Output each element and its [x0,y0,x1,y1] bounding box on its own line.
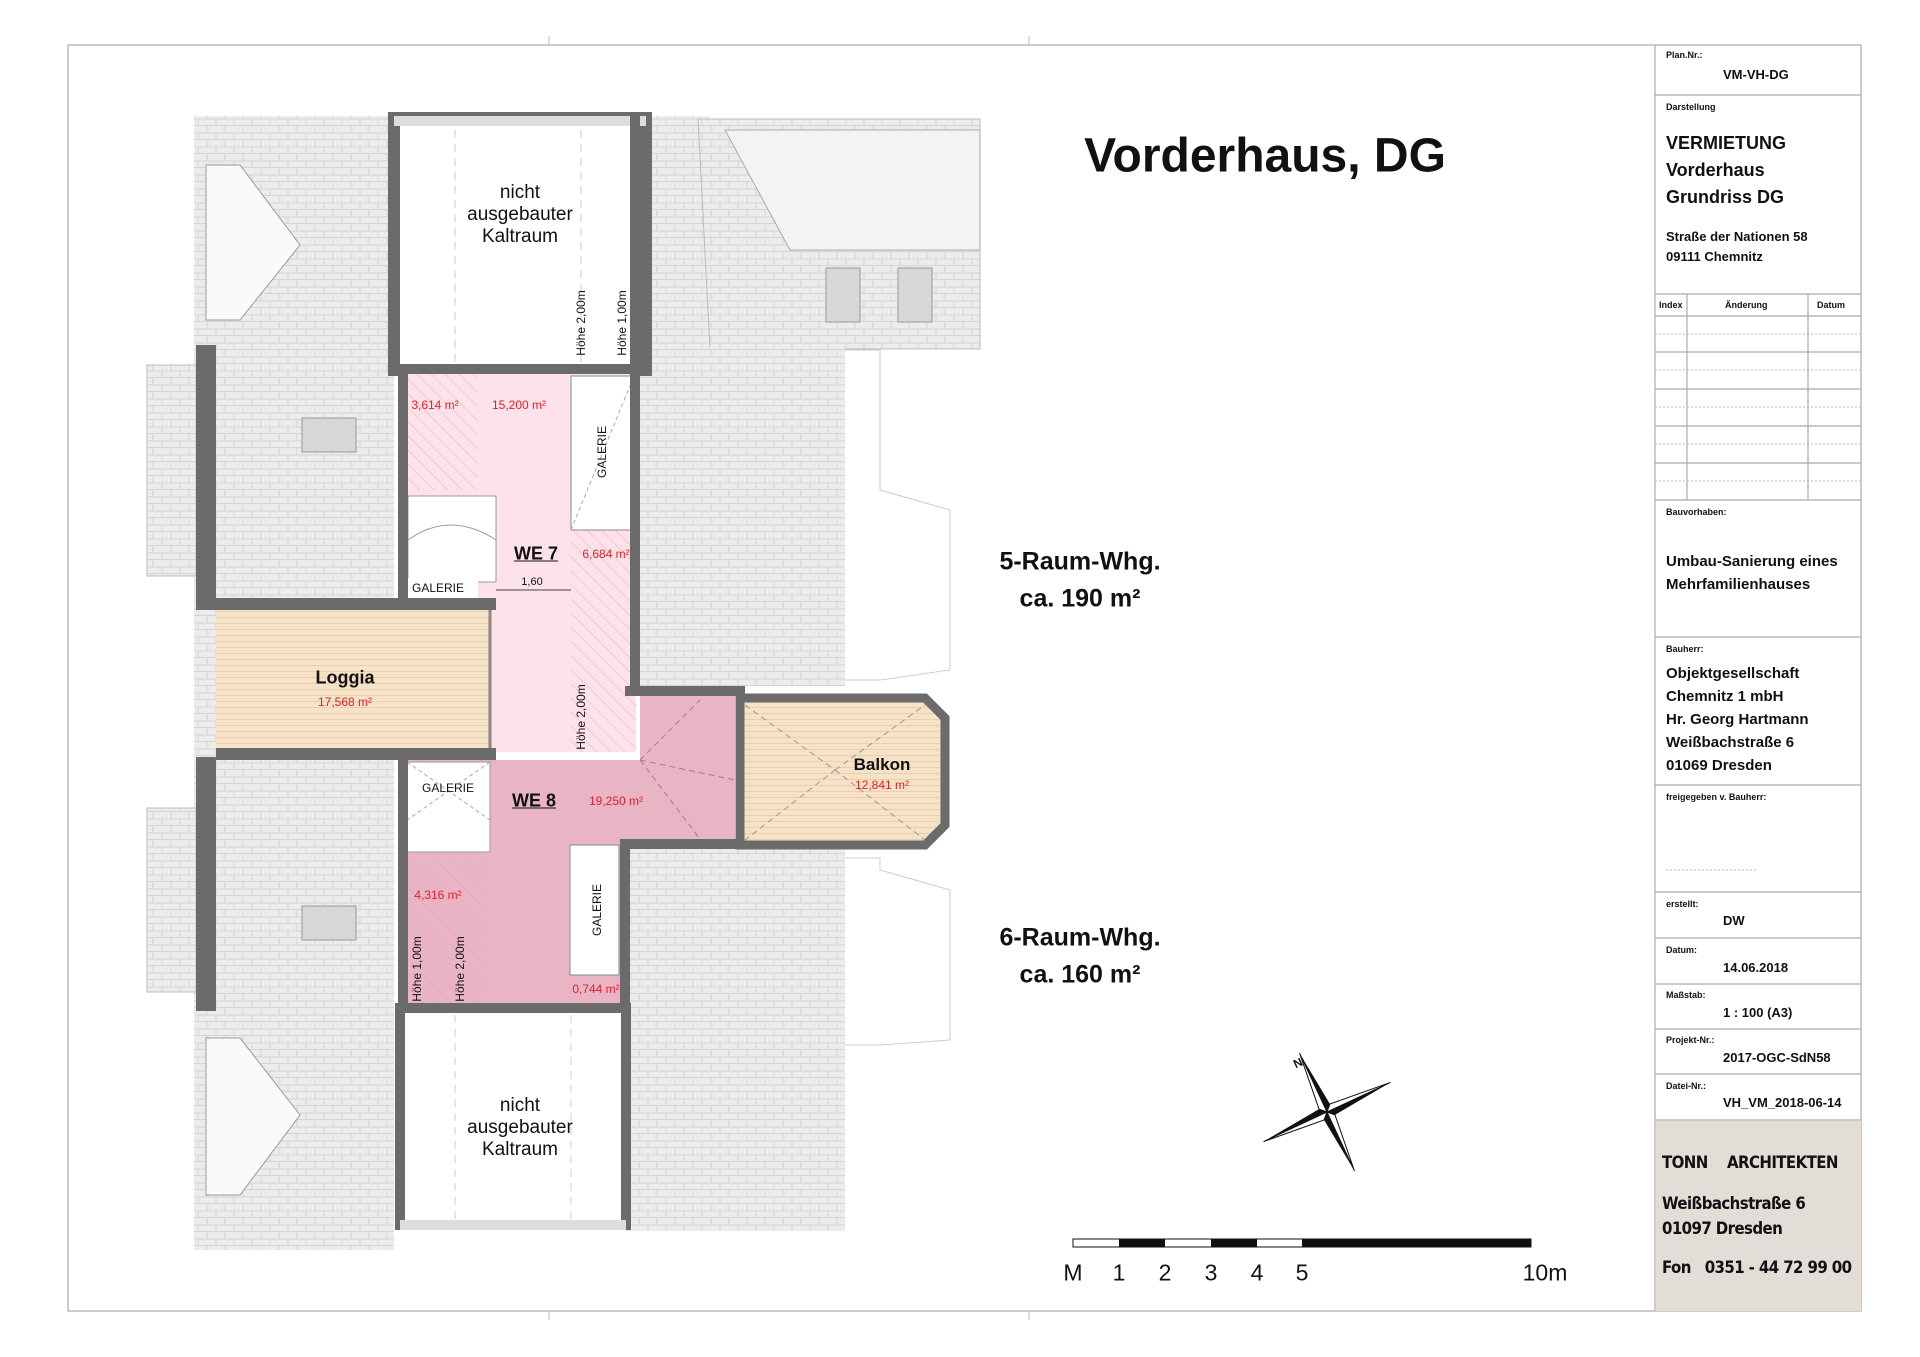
plan-nr-label: Plan.Nr.: [1666,50,1703,60]
balkon-label: Balkon [853,755,911,774]
scale-label: 2 [1158,1259,1172,1286]
title-block-grid [1655,94,1861,1121]
area-label: 12,841 m² [854,778,910,792]
scale-label: 10m [1522,1259,1568,1286]
projekt-label: Projekt-Nr.: [1666,1035,1715,1045]
scale-label: M [1063,1259,1083,1286]
galerie-label: GALERIE [590,883,604,937]
datum-value: 14.06.2018 [1723,960,1789,975]
area-label: 6,684 m² [582,547,630,561]
bauherr-line: Chemnitz 1 mbH [1666,688,1784,705]
height-label: Höhe 1,00m [615,290,629,356]
architect-box [1656,1121,1861,1311]
lower-unit-type: 6-Raum-Whg. [999,923,1161,952]
north-arrow-icon [1263,1052,1391,1172]
project-address: Straße der Nationen 58 [1666,229,1808,244]
area-label: 3,614 m² [411,398,459,412]
table-header-aenderung: Änderung [1725,300,1768,310]
cold-room-bottom [395,1003,631,1230]
height-label: Höhe 2,00m [453,936,467,1002]
bauherr-line: Objektgesellschaft [1666,665,1800,682]
height-label: Höhe 1,00m [410,936,424,1002]
plan-nr: VM-VH-DG [1723,67,1789,82]
scale-label: 1 [1112,1259,1126,1286]
height-label: Höhe 2,00m [574,684,588,750]
scale-label: 3 [1204,1259,1218,1286]
project-address: 09111 Chemnitz [1666,249,1763,264]
plan-title: Vorderhaus, DG [1084,129,1446,183]
scale-label: 4 [1250,1259,1264,1286]
roof-areas [146,116,981,1250]
darstellung-line: Grundriss DG [1666,187,1785,207]
darstellung-label: Darstellung [1666,102,1716,112]
architect-name: TONN [1662,1152,1708,1173]
projekt-value: 2017-OGC-SdN58 [1723,1050,1831,1065]
balkon-area [735,693,950,850]
architect-address: 01097 Dresden [1662,1218,1783,1239]
datum-label: Datum: [1666,945,1697,955]
galerie-label: GALERIE [595,425,609,479]
upper-unit-area: ca. 190 m² [1019,584,1141,613]
architect-phone: Fon 0351 - 44 72 99 00 [1662,1257,1852,1278]
table-header-datum: Datum [1817,300,1846,310]
dimension-label: 1,60 [521,576,543,588]
massstab-label: Maßstab: [1666,990,1706,1000]
freigegeben-label: freigegeben v. Bauherr: [1666,792,1767,802]
bauvorhaben-line: Mehrfamilienhauses [1666,576,1811,593]
erstellt-value: DW [1723,913,1745,928]
cold-room-top [388,112,652,376]
architect-address: Weißbachstraße 6 [1662,1193,1806,1214]
darstellung-line: VERMIETUNG [1666,133,1787,153]
upper-unit-type: 5-Raum-Whg. [999,547,1161,576]
bauherr-line: Hr. Georg Hartmann [1666,711,1809,728]
erstellt-label: erstellt: [1666,899,1699,909]
area-label: 19,250 m² [588,794,644,808]
bauherr-line: 01069 Dresden [1666,757,1772,774]
area-label: 17,568 m² [317,695,373,709]
bauherr-line: Weißbachstraße 6 [1666,734,1795,751]
galerie-label: GALERIE [421,781,475,795]
loggia-area [216,610,490,748]
scale-bar [1072,1238,1532,1248]
lower-unit-area: ca. 160 m² [1019,960,1141,989]
height-label: Höhe 2,00m [574,290,588,356]
bauherr-label: Bauherr: [1666,644,1704,654]
architect-name: ARCHITEKTEN [1727,1152,1838,1173]
area-label: 15,200 m² [491,398,547,412]
galerie-label: GALERIE [411,581,465,595]
datei-value: VH_VM_2018-06-14 [1723,1095,1842,1110]
cold-room-top-label: nicht ausgebauter Kaltraum [467,182,573,247]
darstellung-line: Vorderhaus [1666,160,1765,180]
area-label: 4,316 m² [414,888,462,902]
bauvorhaben-line: Umbau-Sanierung eines [1666,553,1838,570]
unit-we8-label: WE 8 [511,790,557,811]
scale-label: 5 [1295,1259,1309,1286]
cold-room-bottom-label: nicht ausgebauter Kaltraum [467,1095,573,1160]
table-header-index: Index [1659,300,1683,310]
bauvorhaben-label: Bauvorhaben: [1666,507,1727,517]
datei-label: Datei-Nr.: [1666,1081,1707,1091]
page-frame [67,44,1862,1312]
unit-we7-label: WE 7 [513,543,559,564]
loggia-label: Loggia [315,667,375,688]
area-label: 0,744 m² [572,982,620,996]
massstab-value: 1 : 100 (A3) [1723,1005,1793,1020]
